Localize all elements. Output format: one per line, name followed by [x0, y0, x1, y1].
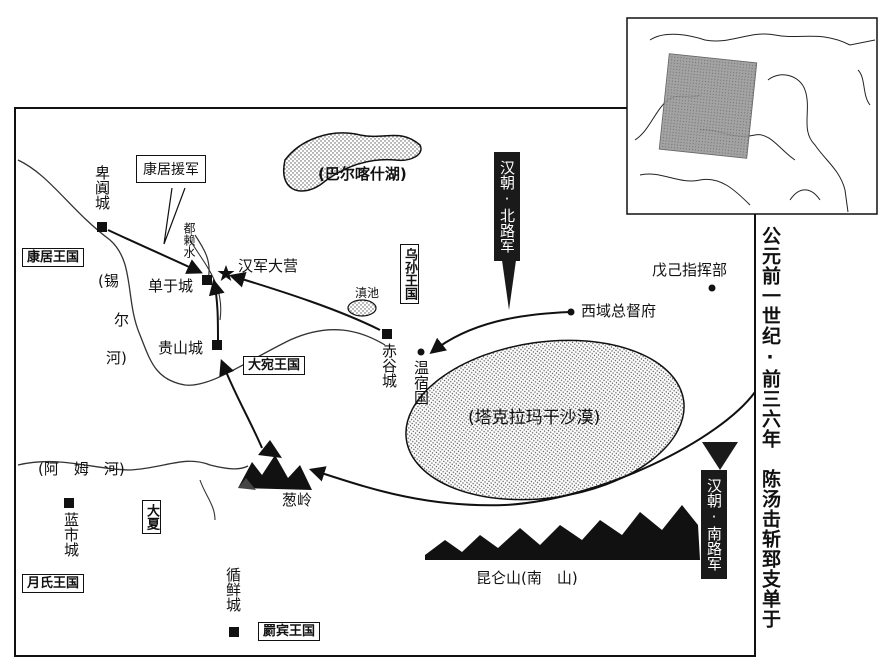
river-xier	[17, 159, 386, 386]
marker-wensu	[417, 348, 425, 356]
route-north-army	[429, 311, 571, 354]
marker-bilan	[97, 222, 107, 232]
label-chanyu: 单于城	[148, 277, 194, 295]
mountains-congling	[238, 440, 312, 490]
marker-han-camp-star	[217, 265, 235, 281]
label-xier-3: 河)	[106, 349, 127, 367]
marker-lanshi	[64, 498, 74, 508]
marker-xunxian	[229, 627, 239, 637]
kangju-callout-pointer	[163, 187, 186, 245]
marker-chigu	[382, 329, 392, 339]
inset-coastlines	[634, 33, 876, 213]
label-taklamakan: (塔克拉玛干沙漠)	[468, 408, 601, 428]
label-xunxian: 循鲜城	[224, 567, 242, 612]
label-lanshi: 蓝市城	[62, 512, 80, 557]
label-xier-2: 尔	[114, 311, 130, 329]
river-amu	[17, 460, 249, 471]
route-south-army	[308, 391, 756, 507]
mountains-kunlun	[425, 505, 700, 560]
route-chigu-camp	[228, 272, 381, 331]
label-jibin: 罽宾王国	[258, 622, 321, 641]
label-dulai: 都赖水	[182, 222, 196, 258]
label-kangju-kingdom: 康居王国	[22, 248, 85, 267]
marker-duhu	[567, 308, 575, 316]
river-xier-branch	[194, 234, 210, 281]
label-duhu: 西域总督府	[581, 302, 657, 320]
label-bilan: 卑阗城	[93, 165, 111, 210]
label-dayuan: 大宛王国	[243, 356, 306, 375]
label-wuji: 戊己指挥部	[652, 261, 728, 279]
lake-dianchi	[347, 299, 377, 317]
label-han-camp: 汉军大营	[238, 257, 299, 275]
callout-kangju-relief: 康居援军	[136, 155, 206, 183]
river-dulai	[189, 239, 222, 321]
label-amu-river: (阿 姆 河)	[38, 460, 125, 478]
label-dianchi: 滇池	[355, 286, 380, 300]
label-kunlun: 昆仑山(南 山)	[476, 569, 578, 587]
label-wensu: 温宿国	[412, 360, 430, 405]
label-congling: 葱岭	[282, 491, 313, 509]
banner-north-army: 汉朝·北路军	[494, 152, 520, 261]
label-chigu: 赤谷城	[380, 343, 398, 388]
north-army-pointer	[500, 246, 518, 310]
south-army-pointer	[702, 442, 738, 470]
map-frame	[14, 107, 756, 657]
route-kangju-relief	[107, 229, 203, 274]
marker-chanyu	[202, 275, 212, 285]
lake-balkhash	[282, 132, 422, 192]
label-daxia: 大夏	[142, 500, 161, 534]
label-balkhash: (巴尔喀什湖)	[318, 165, 407, 183]
page-title: 公元前一世纪·前三六年 陈汤击斩郅支单于	[759, 226, 781, 629]
river-dulai-lower	[199, 479, 216, 521]
marker-guishan	[212, 340, 222, 350]
label-yuezhi: 月氏王国	[22, 574, 85, 593]
banner-south-army: 汉朝·南路军	[701, 470, 727, 579]
route-congling-guishan	[219, 359, 263, 449]
label-xier-1: (锡	[98, 272, 119, 290]
label-guishan: 贵山城	[158, 339, 204, 357]
marker-wuji	[708, 284, 716, 292]
route-guishan-chanyu	[208, 278, 225, 343]
inset-highlight-region	[658, 53, 758, 159]
label-wusun: 乌孙王国	[400, 244, 419, 304]
